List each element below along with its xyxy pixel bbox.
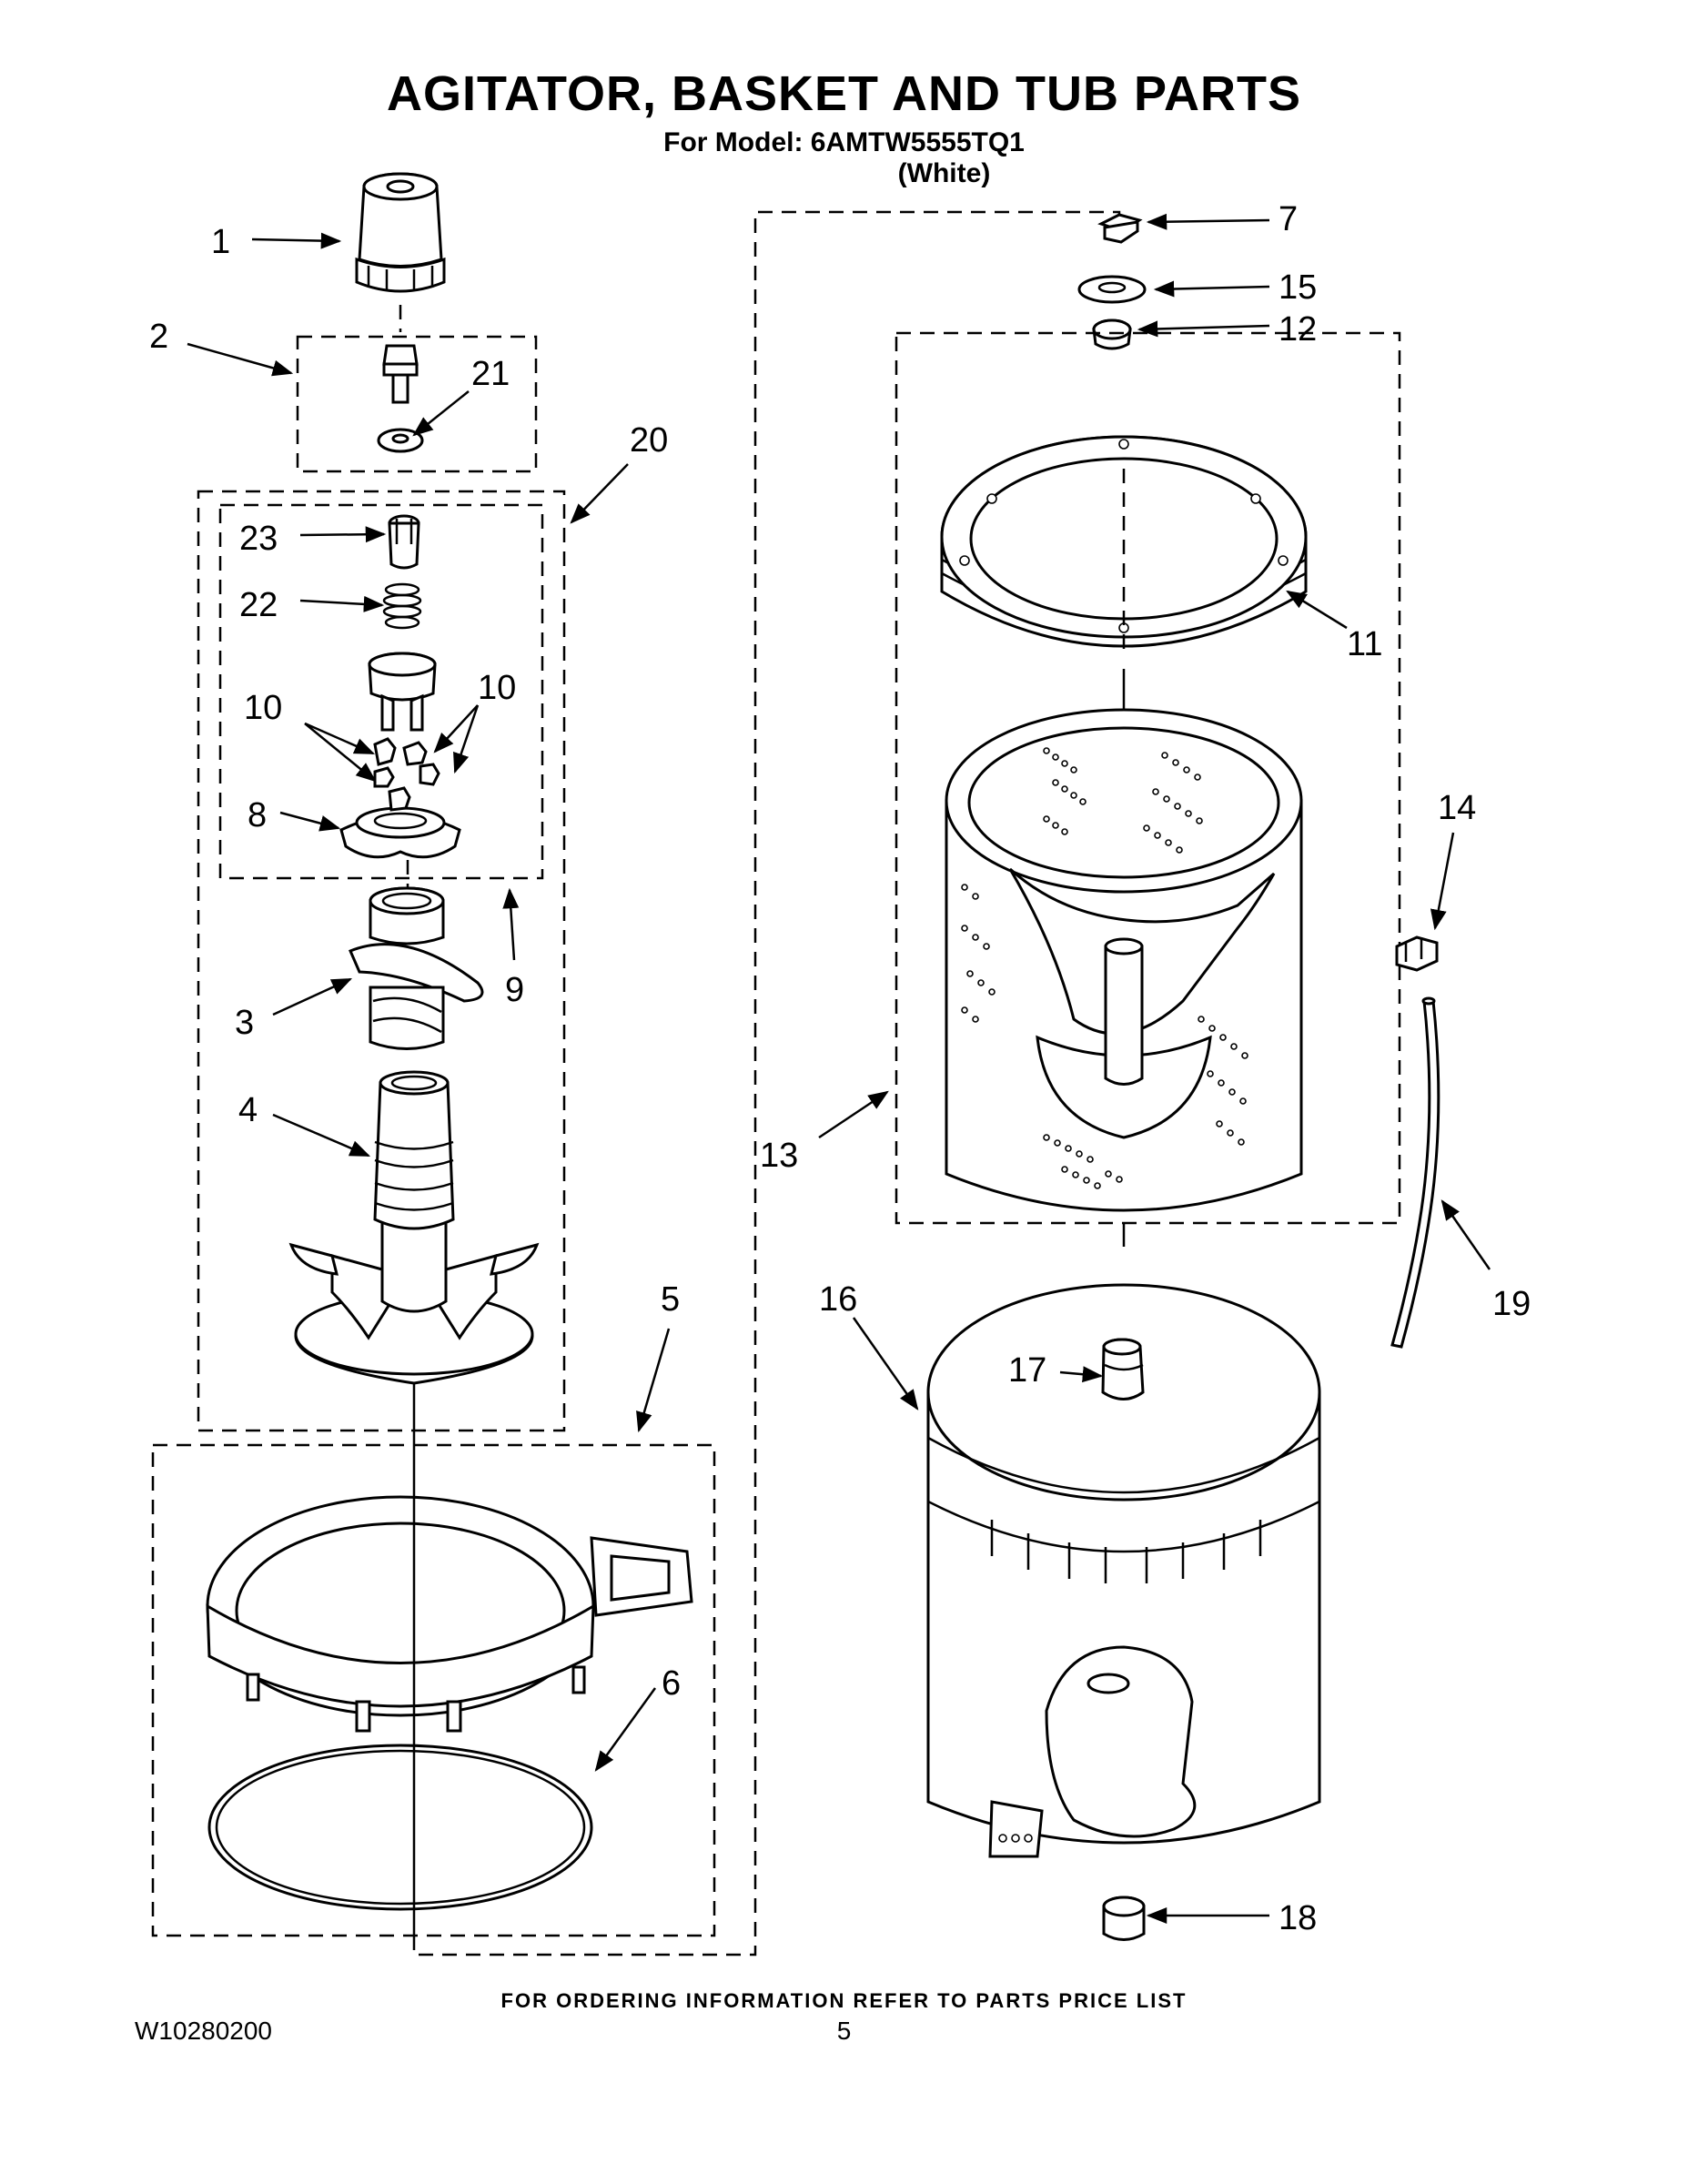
callout-10-right: 10 xyxy=(478,669,516,707)
callout-7: 7 xyxy=(1279,200,1298,238)
callout-8: 8 xyxy=(248,796,267,834)
page-title: AGITATOR, BASKET AND TUB PARTS xyxy=(387,66,1301,121)
callout-13: 13 xyxy=(760,1137,798,1175)
callout-arrows xyxy=(187,213,1491,1924)
part-13-basket xyxy=(945,708,1303,1212)
part-15-washer xyxy=(1077,275,1147,304)
group-13-box xyxy=(895,331,1401,1225)
callout-5: 5 xyxy=(661,1280,680,1319)
callout-19: 19 xyxy=(1492,1285,1531,1323)
callout-15: 15 xyxy=(1279,268,1317,307)
callout-2: 2 xyxy=(149,318,168,356)
callout-labels: 1 2 21 20 23 22 10 10 8 9 3 4 5 6 7 15 1… xyxy=(149,200,1531,1937)
callout-4: 4 xyxy=(238,1091,258,1129)
callout-17: 17 xyxy=(1008,1351,1046,1390)
callout-1: 1 xyxy=(211,223,230,261)
part-2-bolt xyxy=(382,344,419,404)
part-23-dog-cap xyxy=(388,514,420,570)
ordering-note: FOR ORDERING INFORMATION REFER TO PARTS … xyxy=(500,1989,1188,2012)
callout-9: 9 xyxy=(505,971,524,1009)
part-12-nut xyxy=(1092,318,1132,350)
part-21-washer xyxy=(377,428,424,453)
callout-22: 22 xyxy=(239,586,278,624)
group-20-box xyxy=(197,490,566,1432)
part-7-clip xyxy=(1097,213,1143,244)
callout-14: 14 xyxy=(1438,789,1476,827)
callout-18: 18 xyxy=(1279,1899,1317,1937)
part-8-dog-ring xyxy=(339,786,461,859)
part-18-grommet xyxy=(1102,1896,1146,1941)
part-14-clip xyxy=(1395,935,1439,972)
callout-12: 12 xyxy=(1279,310,1317,349)
page-number: 5 xyxy=(836,2017,852,2045)
model-line: For Model: 6AMTW5555TQ1 xyxy=(663,127,1025,157)
callout-21: 21 xyxy=(471,355,510,393)
agitator-cam xyxy=(368,652,437,732)
part-4-agitator-base xyxy=(288,1070,540,1385)
callout-3: 3 xyxy=(235,1004,254,1042)
group-9-box xyxy=(218,503,544,880)
document-number: W10280200 xyxy=(135,2017,273,2045)
part-5-tub-ring xyxy=(206,1495,693,1733)
color-line: (White) xyxy=(897,158,991,188)
basket-perforations xyxy=(961,747,1248,1189)
part-10-dogs xyxy=(373,737,440,788)
part-6-tub-ring-seal xyxy=(207,1744,593,1911)
part-22-spring xyxy=(382,582,422,630)
group-2-box xyxy=(296,335,538,473)
group-5-box xyxy=(151,1443,716,1937)
callout-20: 20 xyxy=(630,421,668,460)
callout-11: 11 xyxy=(1347,625,1382,663)
part-17-seal xyxy=(1101,1338,1145,1400)
part-1-agitator-cap xyxy=(355,172,446,293)
part-19-hose xyxy=(1390,996,1440,1349)
part-3-auger xyxy=(349,886,484,1050)
callout-10-left: 10 xyxy=(244,689,282,727)
callout-6: 6 xyxy=(662,1664,681,1703)
callout-16: 16 xyxy=(819,1280,857,1319)
callout-23: 23 xyxy=(239,520,278,558)
